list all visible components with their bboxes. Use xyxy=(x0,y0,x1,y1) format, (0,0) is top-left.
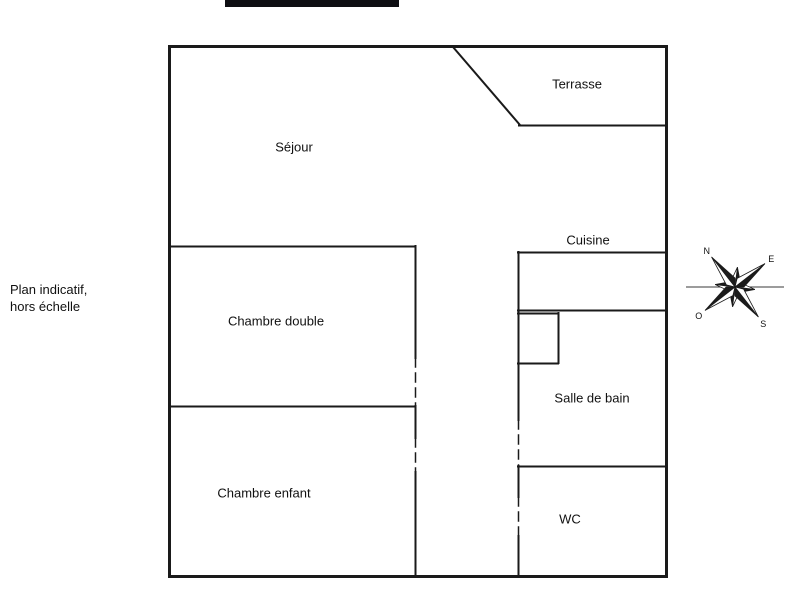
room-label-wc: WC xyxy=(559,511,581,527)
room-label-cuisine: Cuisine xyxy=(566,232,610,248)
room-label-terrasse: Terrasse xyxy=(552,76,602,92)
closet-walls xyxy=(517,312,560,365)
plan-note: Plan indicatif, hors échelle xyxy=(10,281,87,315)
plan-note-line1: Plan indicatif, xyxy=(10,282,88,297)
plan-note-line2: hors échelle xyxy=(10,299,81,314)
compass-rose: N E S O xyxy=(686,246,784,329)
redacted-bar xyxy=(225,0,399,7)
bedroom-walls xyxy=(169,245,417,577)
compass-long-rays xyxy=(704,256,766,318)
compass-west-label: O xyxy=(695,311,702,321)
compass-south-label: S xyxy=(760,319,766,329)
room-label-chambre-enfant: Chambre enfant xyxy=(217,485,311,501)
compass-north-label: N xyxy=(703,246,710,256)
room-label-salle-de-bain: Salle de bain xyxy=(554,390,630,406)
terrasse-diagonal-wall xyxy=(451,45,522,127)
room-label-sejour: Séjour xyxy=(275,139,313,155)
room-label-chambre-double: Chambre double xyxy=(227,313,325,329)
cuisine-walls xyxy=(517,251,668,312)
compass-east-label: E xyxy=(768,254,774,264)
